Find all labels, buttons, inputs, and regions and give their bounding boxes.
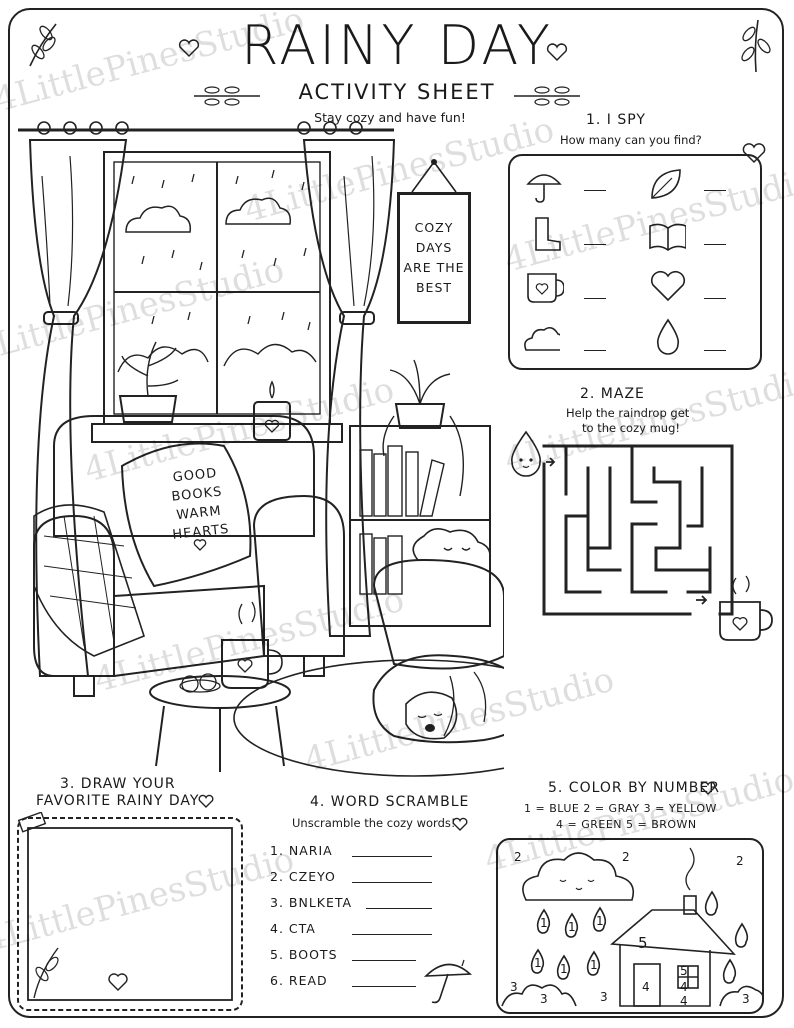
sign-line: DAYS — [415, 240, 453, 255]
maze-subtitle-line1: Help the raindrop get — [566, 406, 690, 420]
color-number: 5 — [638, 934, 648, 952]
heart-icon — [198, 794, 214, 808]
umbrella-icon — [423, 959, 472, 1004]
heart-icon — [700, 781, 716, 795]
color-number: 1 — [590, 958, 598, 972]
cloud-icon — [520, 320, 560, 360]
color-number: 4 — [680, 980, 688, 994]
heart-icon — [178, 39, 200, 58]
umbrella-icon — [524, 164, 564, 204]
color-legend-line2: 4 = GREEN 5 = BROWN — [556, 818, 697, 831]
answer-line[interactable] — [352, 960, 416, 961]
draw-title-line1: 3. DRAW YOUR — [60, 776, 176, 792]
sign-line: BEST — [415, 280, 453, 295]
page-border — [8, 8, 784, 1018]
answer-line[interactable] — [352, 856, 432, 857]
branch-icon — [514, 86, 580, 106]
maze-title: 2. MAZE — [580, 386, 645, 402]
scramble-title: 4. WORD SCRAMBLE — [310, 794, 470, 810]
color-number: 2 — [622, 850, 630, 864]
heart-icon — [648, 266, 688, 306]
answer-blank[interactable] — [704, 298, 726, 299]
color-number: 4 — [642, 980, 650, 994]
heart-icon — [452, 817, 468, 831]
color-number: 1 — [534, 956, 542, 970]
answer-blank[interactable] — [704, 190, 726, 191]
ispy-title: 1. I SPY — [586, 112, 646, 128]
color-by-number-picture[interactable] — [498, 840, 764, 1014]
drawing-area[interactable] — [14, 812, 246, 1014]
scramble-word: 5. BOOTS — [270, 947, 338, 962]
raindrop-icon — [648, 316, 688, 356]
answer-blank[interactable] — [704, 350, 726, 351]
ispy-box — [508, 154, 762, 370]
color-number: 1 — [568, 920, 576, 934]
answer-line[interactable] — [352, 934, 432, 935]
branch-icon — [194, 86, 260, 106]
color-number: 3 — [742, 992, 750, 1006]
ispy-subtitle: How many can you find? — [560, 133, 702, 147]
answer-blank[interactable] — [584, 190, 606, 191]
answer-blank[interactable] — [584, 244, 606, 245]
sprig-icon — [741, 19, 771, 73]
answer-blank[interactable] — [584, 298, 606, 299]
sign-line: COZY — [414, 220, 454, 235]
color-number: 1 — [560, 962, 568, 976]
page-title: RAINY DAY — [240, 14, 554, 77]
draw-title-line2: FAVORITE RAINY DAY — [36, 793, 200, 809]
color-number: 2 — [736, 854, 744, 868]
color-number: 3 — [540, 992, 548, 1006]
book-icon — [646, 216, 686, 256]
sign-hanger — [411, 159, 457, 193]
scramble-word: 3. BNLKETA — [270, 895, 353, 910]
raindrop-character-icon — [510, 430, 556, 477]
answer-line[interactable] — [352, 882, 432, 883]
color-number: 1 — [596, 914, 604, 928]
color-number: 3 — [600, 990, 608, 1004]
scramble-word: 1. NARIA — [270, 843, 333, 858]
color-number: 1 — [540, 916, 548, 930]
heart-icon — [546, 43, 568, 62]
mug-icon — [524, 266, 564, 306]
color-number: 5 — [680, 964, 688, 978]
color-number: 2 — [514, 850, 522, 864]
cozy-mug-icon — [696, 575, 773, 641]
answer-line[interactable] — [366, 908, 432, 909]
scramble-word: 6. READ — [270, 973, 328, 988]
scramble-subtitle: Unscramble the cozy words! — [292, 816, 456, 830]
color-legend-line1: 1 = BLUE 2 = GRAY 3 = YELLOW — [524, 802, 717, 815]
pillow-text: GOOD BOOKS WARM HEARTS — [144, 461, 251, 547]
leaf-icon — [646, 164, 686, 204]
heart-icon — [742, 143, 766, 164]
scramble-word: 2. CZEYO — [270, 869, 336, 884]
color-number: 4 — [680, 994, 688, 1008]
cozy-room-illustration — [18, 121, 504, 777]
page-subtitle: ACTIVITY SHEET — [298, 80, 496, 104]
maze-subtitle-line2: to the cozy mug! — [582, 421, 680, 435]
answer-blank[interactable] — [704, 244, 726, 245]
sign-line: ARE THE — [403, 260, 465, 275]
scramble-word: 4. CTA — [270, 921, 316, 936]
sprig-icon — [29, 23, 57, 67]
cozy-days-sign: COZY DAYS ARE THE BEST — [397, 192, 471, 324]
answer-blank[interactable] — [584, 350, 606, 351]
color-by-number-box: 2 2 2 1 1 1 1 1 1 5 5 4 4 3 3 3 3 4 — [496, 838, 764, 1014]
boot-icon — [524, 214, 564, 254]
page-tagline: Stay cozy and have fun! — [314, 110, 466, 125]
color-number: 3 — [510, 980, 518, 994]
color-title: 5. COLOR BY NUMBER — [548, 780, 720, 796]
maze-grid[interactable] — [540, 442, 736, 618]
answer-line[interactable] — [352, 986, 416, 987]
